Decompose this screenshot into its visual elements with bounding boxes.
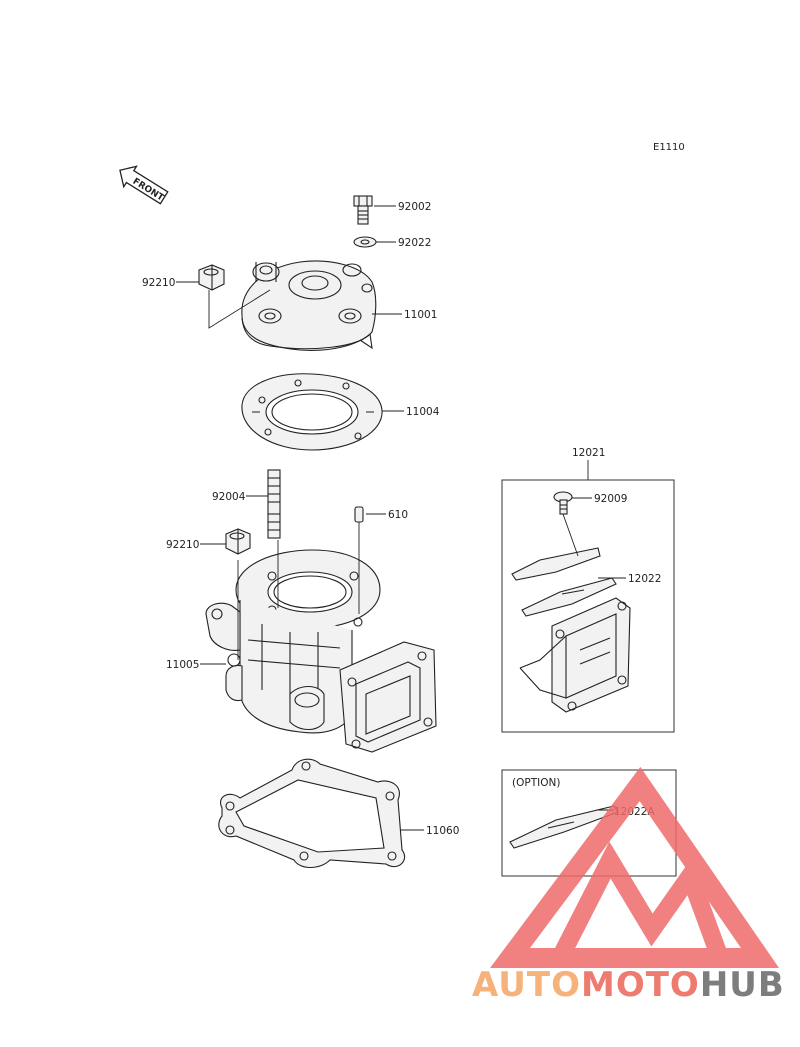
- reed-valve-body: [519, 597, 631, 713]
- nut-92210-top: [198, 264, 225, 291]
- label-92009: 92009: [594, 493, 627, 505]
- label-92002: 92002: [398, 201, 431, 213]
- label-92022: 92022: [398, 237, 431, 249]
- diagram-code: E1110: [653, 142, 685, 153]
- option-label: (OPTION): [512, 777, 560, 789]
- screw-92009: [553, 491, 573, 515]
- label-11005: 11005: [166, 659, 199, 671]
- label-12021: 12021: [572, 447, 605, 459]
- automotohub-logo-icon: [490, 766, 780, 968]
- watermark-moto: MOTO: [581, 965, 700, 1005]
- cylinder-11005: [205, 549, 437, 753]
- watermark-hub: HUB: [700, 965, 785, 1005]
- stud-92004: [267, 469, 281, 539]
- front-arrow-icon: FRONT: [119, 165, 169, 205]
- head-gasket-11004: [241, 373, 383, 451]
- label-12022: 12022: [628, 573, 661, 585]
- watermark-auto: AUTO: [472, 965, 581, 1005]
- reed-valve-kit-box: [501, 479, 675, 733]
- washer-92022: [353, 236, 377, 248]
- cylinder-head-11001: [241, 260, 377, 351]
- label-92210-bottom: 92210: [166, 539, 199, 551]
- dowel-pin-610: [354, 506, 364, 523]
- label-610: 610: [388, 509, 408, 521]
- bolt-92002: [353, 195, 373, 225]
- label-11001: 11001: [404, 309, 437, 321]
- watermark-text: AUTOMOTOHUB: [472, 965, 785, 1005]
- nut-92210-bottom: [225, 528, 251, 555]
- label-11060: 11060: [426, 825, 459, 837]
- reed-12022: [521, 577, 617, 617]
- label-11004: 11004: [406, 406, 440, 418]
- reed-stopper-plate: [511, 513, 601, 581]
- label-92210-top: 92210: [142, 277, 175, 289]
- base-gasket-11060: [218, 758, 406, 869]
- label-92004: 92004: [212, 491, 246, 503]
